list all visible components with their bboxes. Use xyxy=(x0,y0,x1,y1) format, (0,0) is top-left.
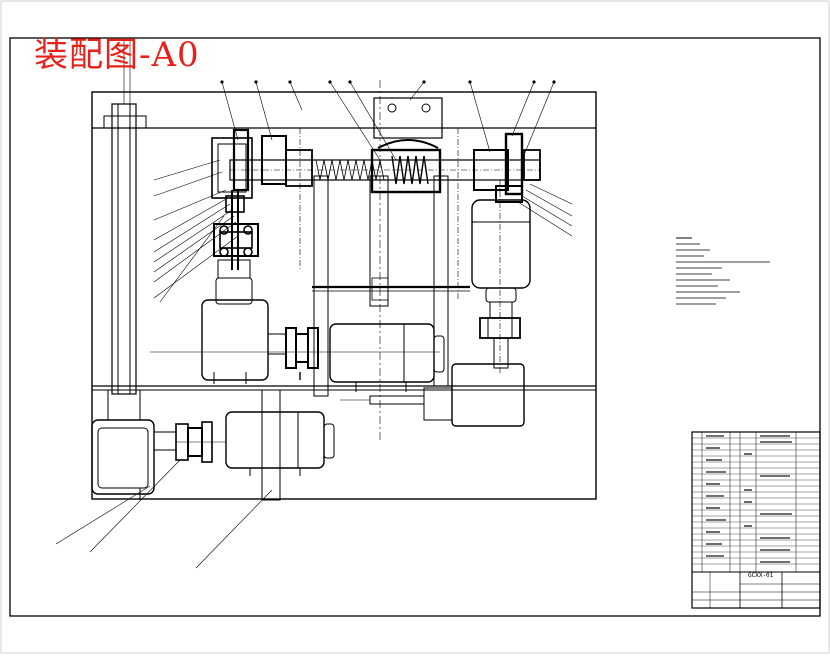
machine-frame xyxy=(91,91,597,501)
leader-lines xyxy=(55,80,573,569)
drawing-frame xyxy=(9,37,821,617)
top-drive-shaft xyxy=(211,128,541,199)
lower-motor xyxy=(225,411,335,476)
right-vertical-motor xyxy=(471,180,531,374)
lower-reducer xyxy=(91,419,177,500)
drawing-number: GCXX-01 xyxy=(748,572,774,579)
vertical-column xyxy=(107,40,141,421)
middle-motor xyxy=(329,323,445,392)
horizontal-shaft xyxy=(312,285,470,292)
lower-coupling xyxy=(175,421,226,463)
right-gearbox xyxy=(299,363,525,427)
middle-reducer xyxy=(201,259,269,384)
parts-list-table xyxy=(691,431,821,609)
technical-requirements xyxy=(676,237,770,305)
drawing-title: 装配图-A0 xyxy=(34,35,200,75)
top-bracket xyxy=(373,97,443,149)
left-gear-linkage xyxy=(159,190,259,303)
middle-coupling xyxy=(150,327,440,369)
